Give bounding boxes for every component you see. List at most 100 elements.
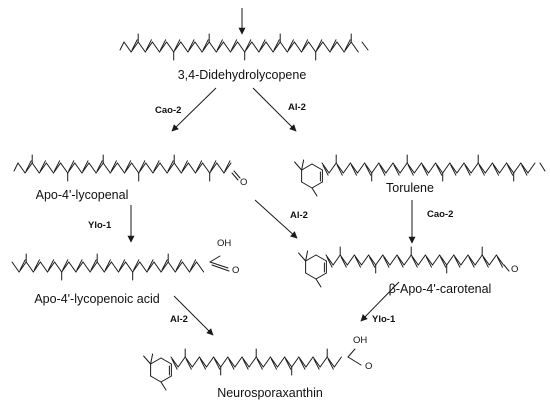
chain-bond <box>339 254 348 266</box>
chain-double-bond <box>507 164 514 176</box>
chain-double-bond <box>48 259 55 271</box>
chain-double-bond <box>287 39 294 51</box>
aldehyde-bond <box>503 264 510 272</box>
chain-bond <box>364 162 373 174</box>
chain-bond <box>332 254 341 266</box>
ring-bond <box>160 375 172 383</box>
chain-bond <box>17 162 26 174</box>
terminal-methyl <box>361 41 369 51</box>
chain-bond <box>277 356 286 368</box>
chain-double-bond <box>39 160 46 172</box>
chain-bond <box>428 162 437 174</box>
chain-bond <box>319 356 328 368</box>
carboxyl-oh-bond <box>347 348 356 358</box>
chain-double-bond <box>468 256 475 268</box>
chain-double-bond <box>454 256 461 268</box>
chain-double-bond <box>188 39 195 51</box>
chain-bond <box>227 356 236 368</box>
carboxyl-oxygen-label: O <box>232 265 239 276</box>
chain-bond <box>53 162 62 174</box>
chain-bond <box>202 162 211 174</box>
chain-bond <box>61 261 70 273</box>
chain-bond <box>198 356 207 368</box>
chain-bond <box>173 41 182 53</box>
chain-double-bond <box>436 164 443 176</box>
chain-bond <box>60 162 69 174</box>
gem-methyl-b <box>150 353 154 365</box>
gem-methyl-b <box>301 159 305 171</box>
chain-double-bond <box>82 160 89 172</box>
chain-bond <box>222 41 231 53</box>
chain-bond <box>184 356 193 368</box>
terminal-methyl <box>13 162 19 172</box>
chain-double-bond <box>174 39 181 51</box>
chain-bond <box>272 41 281 53</box>
chain-bond <box>389 254 398 266</box>
chain-double-bond <box>242 358 249 370</box>
chain-bond <box>177 356 186 368</box>
chain-double-bond <box>62 259 69 271</box>
gem-methyl-b <box>305 250 309 262</box>
chain-bond <box>196 261 205 273</box>
chain-bond <box>145 162 154 174</box>
compound-label-didehydrolycopene: 3,4-Didehydrolycopene <box>178 68 307 82</box>
chain-double-bond <box>316 39 323 51</box>
chain-double-bond <box>379 164 386 176</box>
ring-methyl <box>311 187 318 197</box>
chain-bond <box>132 261 141 273</box>
chain-bond <box>406 162 415 174</box>
chain-bond <box>103 261 112 273</box>
chain-bond <box>248 356 257 368</box>
chain-bond <box>449 162 458 174</box>
chain-bond <box>315 41 324 53</box>
chain-bond <box>88 162 97 174</box>
chain-bond <box>123 41 132 53</box>
enzyme-label-cao2-second: Cao-2 <box>427 209 453 220</box>
chain-bond <box>527 162 536 174</box>
chain-bond <box>45 162 54 174</box>
chain-bond <box>174 261 183 273</box>
chain-bond <box>284 356 293 368</box>
chain-bond <box>453 254 462 266</box>
terminal-methyl <box>539 162 546 172</box>
chain-bond <box>343 41 352 53</box>
chain-double-bond <box>496 256 503 268</box>
chain-double-bond <box>245 39 252 51</box>
chain-double-bond <box>90 259 97 271</box>
chain-bond <box>187 41 196 53</box>
chain-bond <box>467 254 476 266</box>
ring-bond <box>150 357 162 365</box>
chain-double-bond <box>175 259 182 271</box>
chain-bond <box>173 162 182 174</box>
aldehyde-oxygen-label-second: O <box>511 264 518 275</box>
chain-double-bond <box>326 256 333 268</box>
chain-double-bond <box>350 164 357 176</box>
chain-bond <box>392 162 401 174</box>
chain-double-bond <box>354 256 361 268</box>
chain-bond <box>75 261 84 273</box>
chain-bond <box>39 261 48 273</box>
chain-bond <box>375 254 384 266</box>
chain-bond <box>234 356 243 368</box>
molecule-neurosporaxanthin <box>143 348 362 391</box>
chain-double-bond <box>167 160 174 172</box>
chain-bond <box>139 261 148 273</box>
chain-bond <box>353 254 362 266</box>
chain-double-bond <box>273 39 280 51</box>
chain-bond <box>209 162 218 174</box>
chain-bond <box>269 356 278 368</box>
chain-double-bond <box>482 256 489 268</box>
gem-methyl-a <box>294 161 303 171</box>
chain-bond <box>67 162 76 174</box>
chain-bond <box>11 261 20 273</box>
enzyme-label-cao2-first: Cao-2 <box>155 105 181 116</box>
chain-double-bond <box>133 259 140 271</box>
chain-bond <box>499 162 508 174</box>
enzyme-label-ylo1-first: Ylo-1 <box>88 220 112 231</box>
ring-bond <box>301 181 313 189</box>
chain-bond <box>153 261 162 273</box>
gem-methyl-a <box>143 355 152 365</box>
chain-double-bond <box>19 259 26 271</box>
ring-bond <box>315 272 327 280</box>
